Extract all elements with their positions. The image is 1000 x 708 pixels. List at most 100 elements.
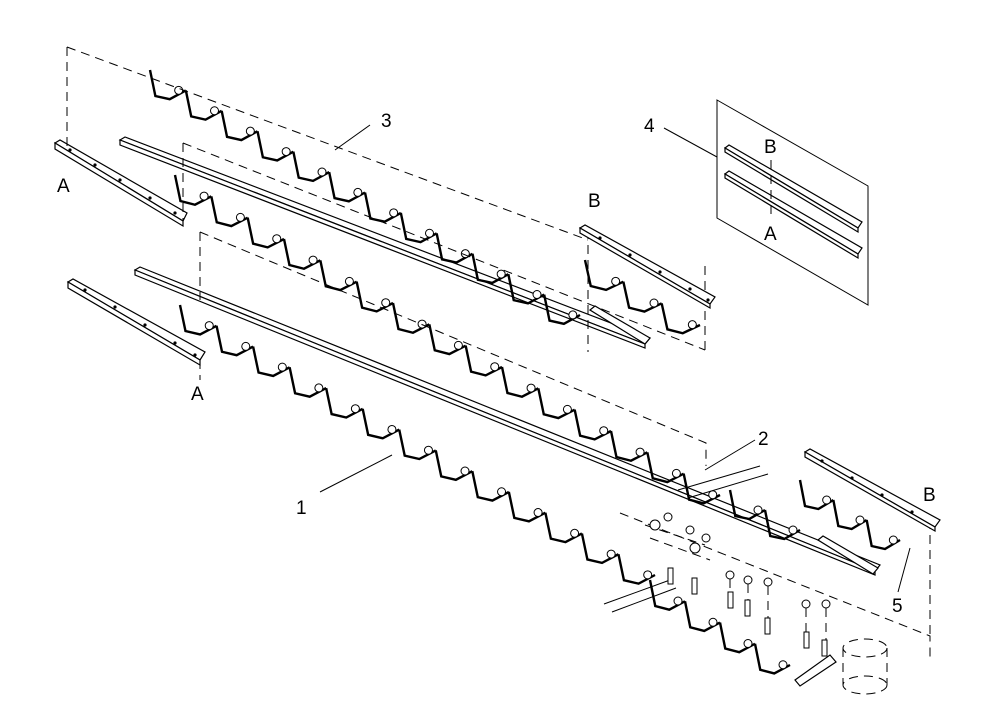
rivet [423, 445, 433, 455]
knife-section [682, 473, 721, 505]
knife-section [173, 174, 212, 207]
rivet [635, 447, 645, 457]
rivet [210, 106, 219, 116]
knife-section [184, 90, 223, 121]
knife-section [646, 452, 685, 484]
knife-section [319, 260, 358, 292]
knife-section [753, 643, 791, 675]
knife-section [583, 259, 624, 292]
end-plate-b-lower [803, 448, 941, 575]
knife-section [622, 281, 663, 313]
rivet [611, 276, 621, 286]
rivet [344, 276, 354, 286]
rivet [425, 228, 434, 238]
knife-section [660, 303, 701, 335]
end-plate-a-lower [66, 278, 206, 367]
knife-section [178, 304, 218, 336]
knife-section [282, 238, 321, 271]
end-plate-b-upper [578, 224, 716, 345]
detail-inset [716, 99, 869, 306]
rivet [241, 341, 251, 351]
knife-section [288, 367, 327, 399]
callout-1: 1 [296, 498, 307, 519]
rivet [453, 340, 463, 350]
knife-section [648, 579, 686, 611]
knife-section [728, 489, 766, 521]
rivet [743, 639, 753, 648]
knife-section [363, 192, 402, 223]
rivet [599, 426, 609, 436]
knife-section [617, 553, 656, 585]
rivet [308, 255, 318, 265]
knife-section [573, 409, 612, 441]
knife-section [865, 519, 901, 551]
rivet [204, 321, 214, 331]
rivet [671, 468, 681, 478]
rivet [708, 617, 718, 627]
rivet [855, 515, 865, 525]
knife-section [251, 346, 291, 378]
knife-section [399, 212, 438, 244]
knife-section [580, 533, 620, 565]
rivet [570, 528, 580, 538]
knife-section [220, 110, 259, 142]
rivet [497, 487, 507, 497]
knife-section [428, 324, 467, 356]
rivet [753, 505, 763, 515]
rivet [317, 167, 327, 177]
rivet [245, 126, 255, 136]
label-a-upper: A [57, 176, 70, 197]
knife-section [256, 131, 294, 162]
rivet [673, 596, 683, 606]
rivet [314, 383, 324, 393]
rivet [822, 495, 832, 505]
callout-3: 3 [381, 111, 392, 132]
knife-section [832, 499, 868, 531]
knife-section [537, 388, 576, 420]
knife-section [763, 509, 801, 541]
rivet [532, 290, 542, 299]
knife-section [148, 69, 187, 101]
rivet [199, 191, 209, 201]
label-b-inset: B [764, 137, 777, 158]
knife-section [292, 151, 330, 183]
rivet [272, 234, 282, 244]
knife-sections [148, 69, 901, 675]
knife-section [500, 366, 539, 399]
rivet [643, 570, 653, 580]
alignment-lines [66, 46, 931, 660]
rivet [235, 212, 245, 222]
rivet [174, 85, 184, 95]
knife-section [327, 171, 366, 203]
callout-4: 4 [644, 116, 655, 137]
knife-section [215, 325, 254, 357]
knife-section [507, 273, 545, 305]
label-a-inset: A [764, 224, 777, 245]
rivet [788, 525, 798, 535]
knife-section [324, 387, 364, 419]
rivet [533, 508, 543, 518]
rivet [606, 549, 616, 559]
knife-section [544, 512, 583, 544]
break-lines [603, 465, 769, 613]
label-b-upper: B [588, 191, 601, 212]
knife-section [683, 601, 721, 633]
callout-2: 2 [758, 429, 769, 450]
rivet [353, 187, 363, 197]
rivet [490, 362, 500, 372]
rivet [496, 269, 506, 279]
rivet [281, 147, 291, 157]
rivet [888, 535, 898, 545]
knife-section [798, 479, 834, 511]
knife-section [361, 408, 400, 440]
rivet [562, 404, 572, 414]
rivet [389, 208, 399, 218]
rivet [687, 320, 697, 330]
knife-section [471, 470, 510, 502]
rivet [649, 298, 659, 308]
knife-section [435, 233, 474, 264]
rivet [277, 362, 287, 372]
knife-section [210, 196, 249, 228]
